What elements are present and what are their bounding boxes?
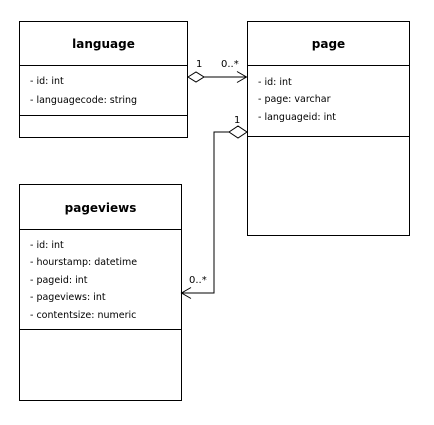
class-language-attribute: - id: int	[30, 76, 64, 87]
class-language-attribute: - languagecode: string	[30, 95, 137, 106]
arrowhead-icon	[180, 287, 192, 299]
class-language[interactable]: language - id: int - languagecode: strin…	[19, 21, 188, 138]
class-pageviews-attribute: - contentsize: numeric	[30, 310, 136, 321]
class-page-attribute: - page: varchar	[258, 94, 331, 105]
multiplicity-target: 0..*	[221, 59, 239, 70]
class-pageviews-box	[19, 184, 182, 401]
multiplicity-source: 1	[234, 115, 240, 126]
class-page-attribute: - id: int	[258, 77, 292, 88]
class-pageviews-attribute: - pageviews: int	[30, 292, 106, 303]
class-language-box	[19, 21, 188, 138]
association-page-pageviews[interactable]: 1 0..*	[180, 115, 248, 299]
aggregation-diamond-icon	[187, 71, 205, 83]
multiplicity-source: 1	[196, 59, 202, 70]
class-page-title: page	[312, 37, 345, 51]
class-pageviews-title: pageviews	[65, 201, 137, 215]
class-pageviews-attribute: - pageid: int	[30, 275, 88, 286]
class-pageviews-attribute: - id: int	[30, 240, 64, 251]
class-pageviews-attribute: - hourstamp: datetime	[30, 257, 137, 268]
aggregation-diamond-icon	[228, 125, 248, 139]
class-page-box	[247, 21, 410, 236]
multiplicity-target: 0..*	[189, 275, 207, 286]
class-page[interactable]: page - id: int - page: varchar - languag…	[247, 21, 410, 236]
association-line	[182, 131, 229, 294]
class-language-title: language	[72, 37, 135, 51]
association-language-page[interactable]: 1 0..*	[187, 59, 248, 83]
arrowhead-icon	[236, 71, 248, 83]
class-page-attribute: - languageid: int	[258, 112, 336, 123]
class-pageviews[interactable]: pageviews - id: int - hourstamp: datetim…	[19, 184, 182, 401]
